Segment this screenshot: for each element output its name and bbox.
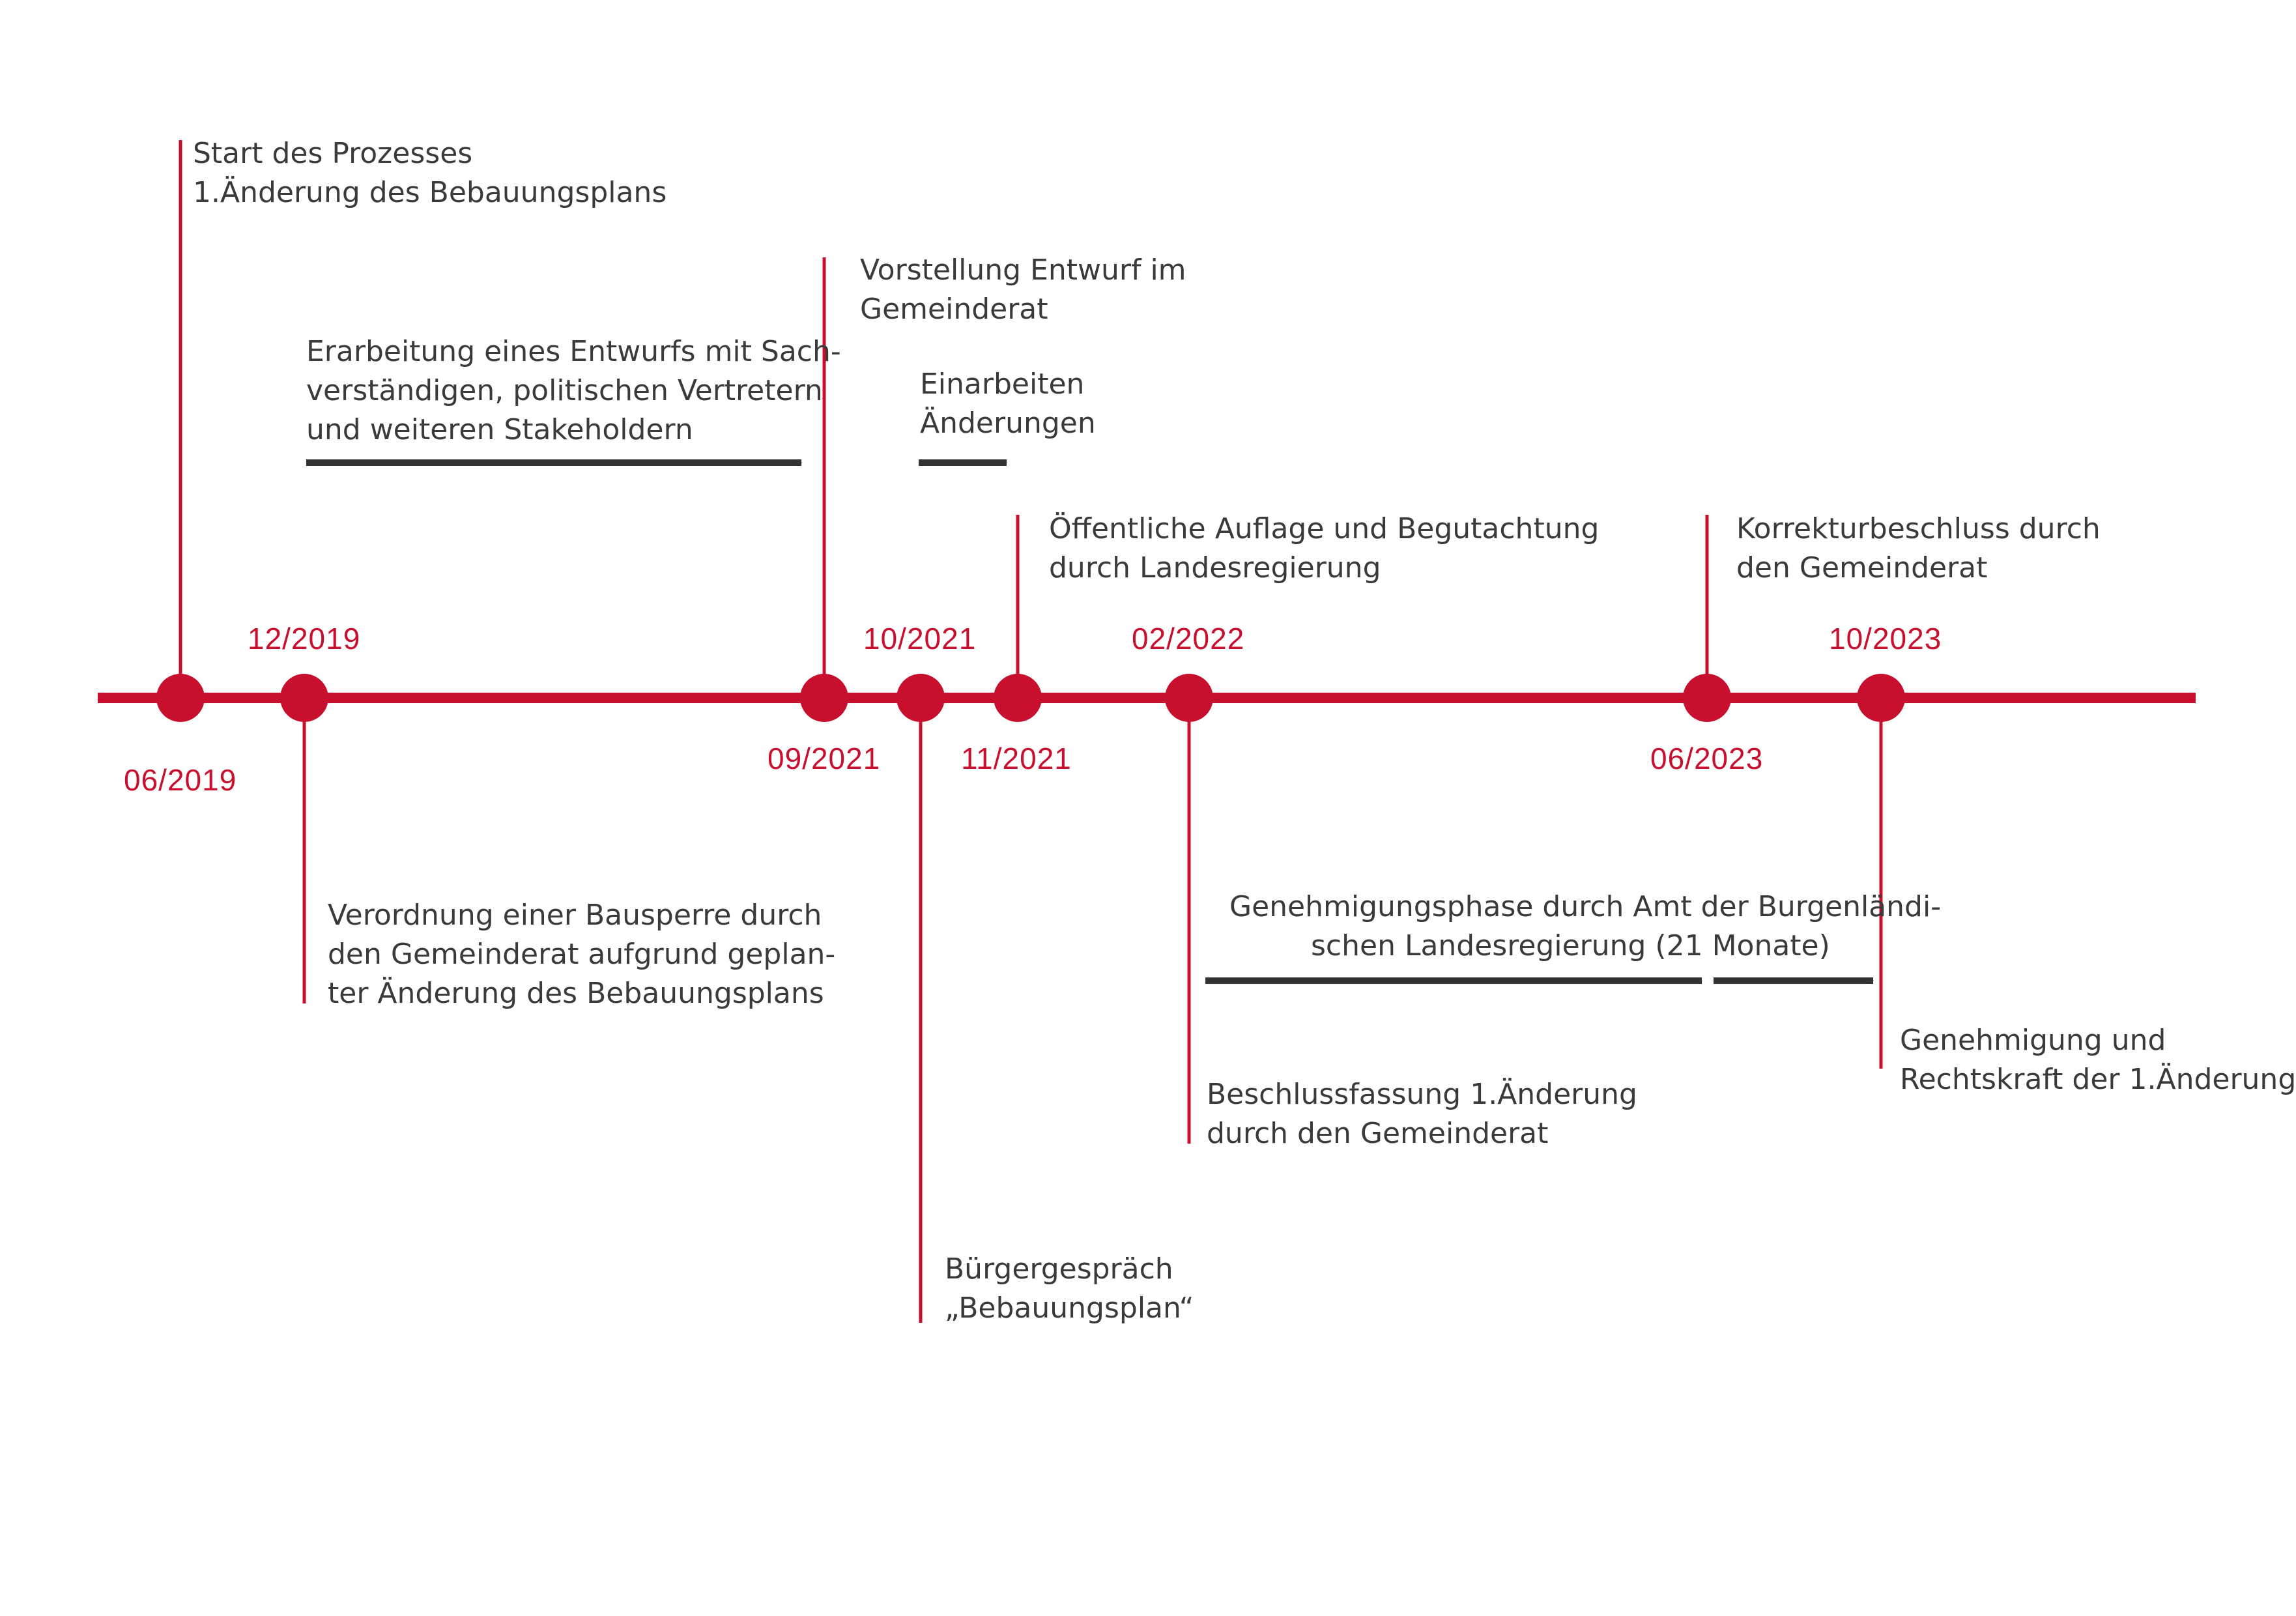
- milestone-dot-09-2021: [800, 674, 848, 722]
- milestone-dot-06-2019: [156, 674, 205, 722]
- phase-einarbeiten-line: Änderungen: [920, 407, 1096, 440]
- event-auflage: Öffentliche Auflage und Begutachtung dur…: [1049, 510, 1599, 588]
- date-label-12-2019: 12/2019: [248, 622, 361, 656]
- event-vorstellung-line: Gemeinderat: [860, 293, 1048, 326]
- milestone-dot-10-2021: [897, 674, 945, 722]
- event-korrektur-line: Korrekturbeschluss durch: [1736, 512, 2101, 545]
- date-label-06-2019: 06/2019: [124, 763, 237, 797]
- date-label-11-2021: 11/2021: [961, 742, 1072, 775]
- milestone-dot-06-2023: [1683, 674, 1731, 722]
- event-beschluss: Beschlussfassung 1.Änderung durch den Ge…: [1207, 1075, 1637, 1153]
- event-start-line: 1.Änderung des Bebauungsplans: [193, 176, 667, 209]
- event-genehmigung: Genehmigung und Rechtskraft der 1.Änderu…: [1900, 1021, 2296, 1099]
- event-genehmigung-line: Genehmigung und: [1900, 1024, 2166, 1057]
- date-label-09-2021: 09/2021: [768, 742, 881, 775]
- event-bausperre-line: ter Änderung des Bebauungsplans: [328, 977, 824, 1010]
- milestone-dot-11-2021: [994, 674, 1042, 722]
- phase-erarbeitung-line: und weiteren Stakeholdern: [306, 413, 693, 446]
- phase-genehmigungsphase: Genehmigungsphase durch Amt der Burgenlä…: [1229, 887, 1941, 966]
- event-vorstellung: Vorstellung Entwurf im Gemeinderat: [860, 251, 1186, 329]
- date-label-10-2023: 10/2023: [1829, 622, 1942, 656]
- event-buergergespraech-line: „Bebauungsplan“: [945, 1291, 1194, 1325]
- event-buergergespraech-line: Bürgergespräch: [945, 1252, 1173, 1286]
- event-bausperre-line: Verordnung einer Bausperre durch: [328, 899, 822, 932]
- phase-erarbeitung: Erarbeitung eines Entwurfs mit Sach- ver…: [306, 332, 841, 450]
- event-korrektur-line: den Gemeinderat: [1736, 551, 1988, 584]
- date-label-06-2023: 06/2023: [1650, 742, 1764, 775]
- milestone-dot-02-2022: [1165, 674, 1213, 722]
- phase-genehmigungsphase-line: Genehmigungsphase durch Amt der Burgenlä…: [1229, 890, 1942, 923]
- event-start: Start des Prozesses 1.Änderung des Bebau…: [193, 134, 667, 212]
- date-label-10-2021: 10/2021: [863, 622, 977, 656]
- phase-einarbeiten: Einarbeiten Änderungen: [920, 365, 1096, 443]
- event-buergergespraech: Bürgergespräch „Bebauungsplan“: [945, 1250, 1194, 1328]
- phase-erarbeitung-line: Erarbeitung eines Entwurfs mit Sach-: [306, 335, 841, 368]
- event-start-line: Start des Prozesses: [193, 137, 473, 170]
- event-auflage-line: durch Landesregierung: [1049, 551, 1381, 584]
- event-bausperre-line: den Gemeinderat aufgrund geplan-: [328, 938, 836, 971]
- event-beschluss-line: Beschlussfassung 1.Änderung: [1207, 1078, 1637, 1111]
- event-korrektur: Korrekturbeschluss durch den Gemeinderat: [1736, 510, 2101, 588]
- event-genehmigung-line: Rechtskraft der 1.Änderung: [1900, 1063, 2296, 1096]
- milestone-dot-12-2019: [280, 674, 328, 722]
- date-label-02-2022: 02/2022: [1132, 622, 1245, 656]
- phase-einarbeiten-line: Einarbeiten: [920, 368, 1085, 401]
- phase-genehmigungsphase-line: schen Landesregierung (21 Monate): [1311, 929, 1830, 962]
- event-vorstellung-line: Vorstellung Entwurf im: [860, 253, 1186, 287]
- phase-erarbeitung-line: verständigen, politischen Vertretern: [306, 374, 823, 407]
- milestone-dot-10-2023: [1857, 674, 1905, 722]
- event-beschluss-line: durch den Gemeinderat: [1207, 1117, 1549, 1150]
- event-bausperre: Verordnung einer Bausperre durch den Gem…: [328, 896, 835, 1013]
- event-auflage-line: Öffentliche Auflage und Begutachtung: [1049, 512, 1600, 545]
